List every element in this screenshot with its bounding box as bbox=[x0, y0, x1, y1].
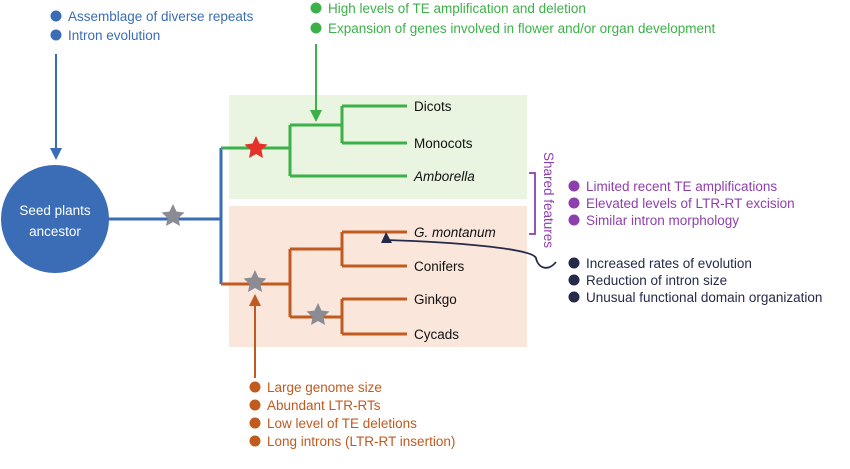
purple-bullet-icon bbox=[568, 197, 580, 209]
orange-note-3: Low level of TE deletions bbox=[267, 416, 417, 431]
gymnosperm-background bbox=[229, 206, 527, 347]
green-arrowhead-icon bbox=[310, 110, 322, 122]
purple-note-3: Similar intron morphology bbox=[586, 213, 739, 228]
seed-plants-ancestor-node bbox=[1, 165, 109, 273]
ginkgo-cycad-star-icon bbox=[306, 303, 330, 325]
gymnosperm-star-icon bbox=[243, 270, 267, 292]
orange-bullet-icon bbox=[249, 417, 261, 429]
green-bullet-icon bbox=[310, 22, 322, 34]
taxon-monocots: Monocots bbox=[414, 136, 473, 151]
navy-curved-arrow bbox=[385, 239, 557, 269]
purple-bullet-icon bbox=[568, 214, 580, 226]
navy-note-2: Reduction of intron size bbox=[586, 273, 727, 288]
taxon-g-montanum: G. montanum bbox=[414, 225, 496, 240]
taxon-dicots: Dicots bbox=[414, 99, 452, 114]
shared-features-label: Shared features bbox=[541, 152, 556, 248]
purple-note-1: Limited recent TE amplifications bbox=[586, 179, 777, 194]
blue-note-2: Intron evolution bbox=[68, 28, 160, 43]
orange-note-2: Abundant LTR-RTs bbox=[267, 398, 381, 413]
navy-arrowhead-icon bbox=[381, 232, 392, 243]
taxon-ginkgo: Ginkgo bbox=[414, 292, 457, 307]
green-note-1: High levels of TE amplification and dele… bbox=[328, 1, 586, 16]
orange-note-4: Long introns (LTR-RT insertion) bbox=[267, 434, 455, 449]
root-branches bbox=[108, 148, 223, 284]
orange-note-1: Large genome size bbox=[267, 380, 382, 395]
taxon-cycads: Cycads bbox=[414, 327, 459, 342]
green-note-2: Expansion of genes involved in flower an… bbox=[328, 21, 715, 36]
gymnosperm-branches bbox=[221, 230, 407, 336]
blue-note-1: Assemblage of diverse repeats bbox=[68, 9, 254, 24]
orange-bullet-icon bbox=[249, 435, 261, 447]
navy-note-3: Unusual functional domain organization bbox=[586, 290, 822, 305]
blue-bullet-icon bbox=[50, 29, 62, 41]
orange-bullet-icon bbox=[249, 399, 261, 411]
orange-bullet-icon bbox=[249, 381, 261, 393]
navy-bullet-icon bbox=[568, 291, 580, 303]
navy-note-1: Increased rates of evolution bbox=[586, 256, 752, 271]
root-label-line2: ancestor bbox=[29, 224, 81, 239]
taxon-conifers: Conifers bbox=[414, 259, 465, 274]
shared-features-bracket bbox=[529, 172, 536, 235]
navy-bullet-icon bbox=[568, 274, 580, 286]
angiosperm-star-icon bbox=[244, 136, 268, 158]
green-bullet-icon bbox=[310, 2, 322, 14]
root-label-line1: Seed plants bbox=[19, 203, 91, 218]
purple-note-2: Elevated levels of LTR-RT excision bbox=[586, 196, 795, 211]
purple-bullet-icon bbox=[568, 180, 580, 192]
navy-bullet-icon bbox=[568, 257, 580, 269]
blue-bullet-icon bbox=[50, 10, 62, 22]
blue-arrowhead-icon bbox=[50, 148, 62, 160]
root-star-icon bbox=[161, 204, 185, 226]
taxon-amborella: Amborella bbox=[413, 169, 475, 184]
orange-arrowhead-icon bbox=[249, 294, 261, 306]
